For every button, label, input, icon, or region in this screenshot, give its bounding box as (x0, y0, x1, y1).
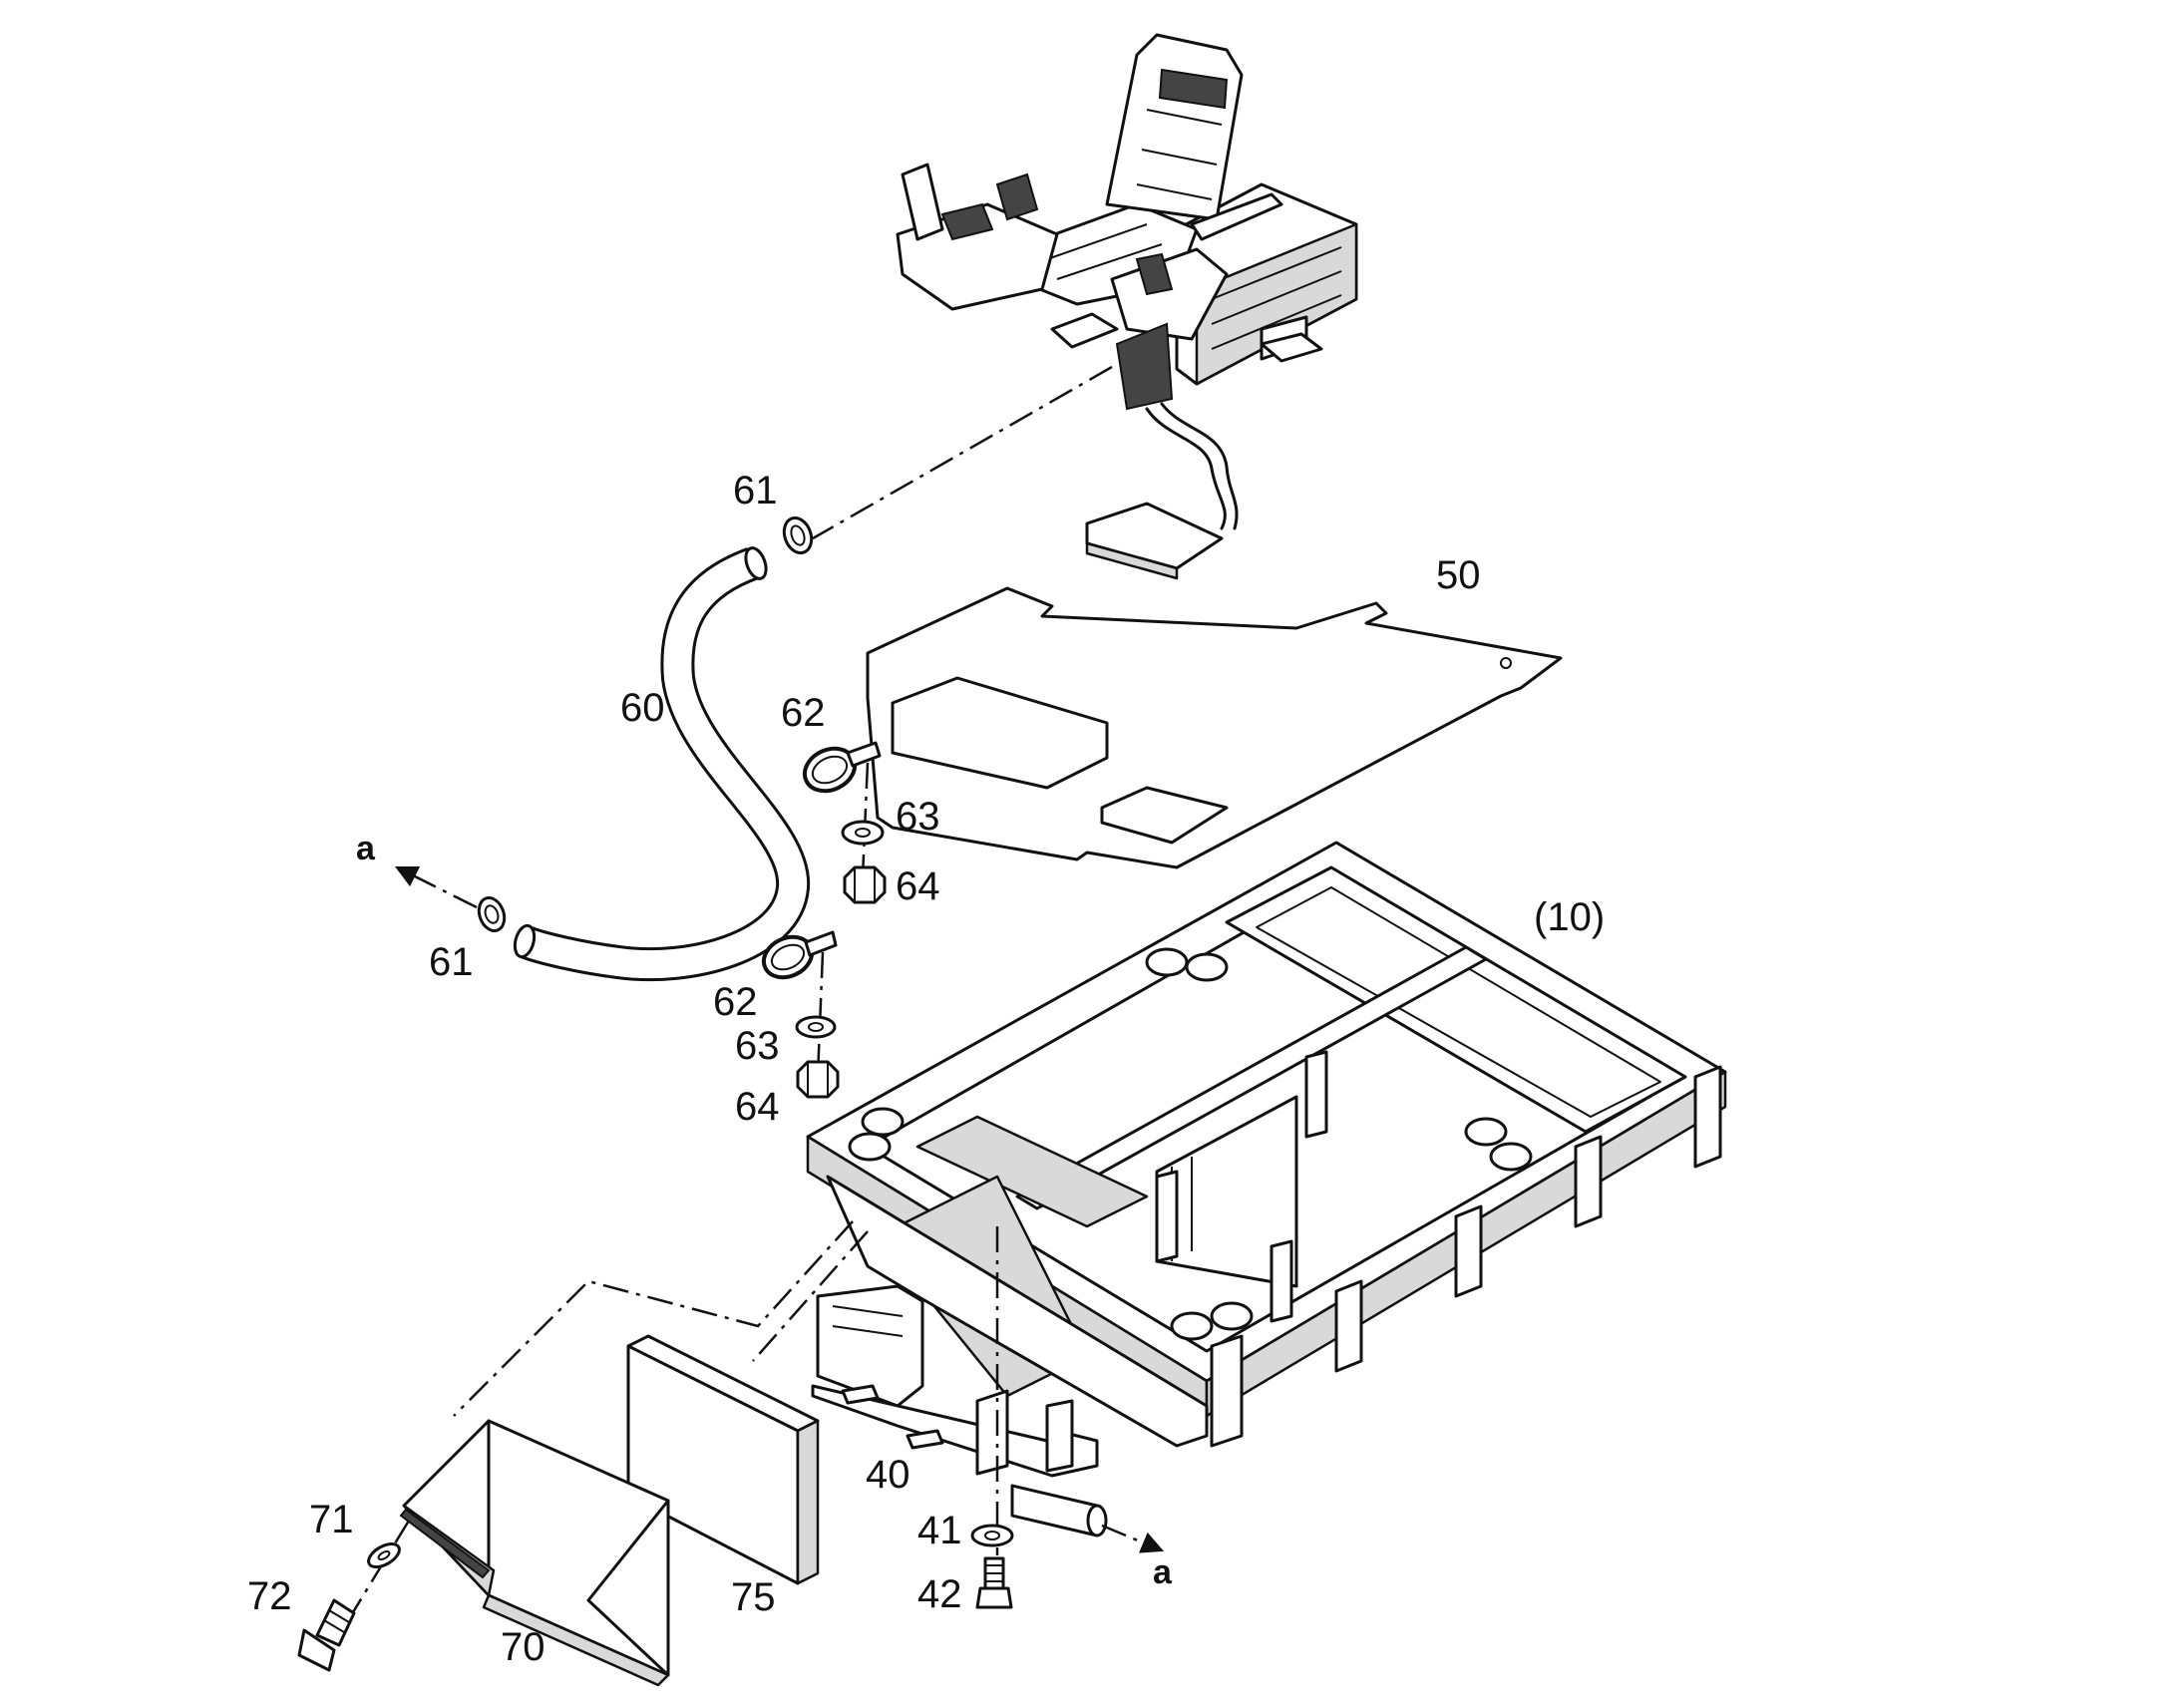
washer-top (841, 820, 885, 846)
foot-pedal (1085, 402, 1239, 580)
leader-clip-bottom (816, 951, 825, 1078)
callout-62-top: 62 (781, 691, 826, 735)
leader-arrow-right (1101, 1524, 1165, 1553)
arrow-label-a-right: a (1153, 1553, 1173, 1591)
insulation-pad (626, 1334, 820, 1585)
callout-61-left: 61 (429, 940, 474, 984)
callout-64-top: 64 (896, 864, 940, 908)
bottom-cover (399, 1419, 670, 1687)
callout-61-top: 61 (733, 469, 778, 512)
bolt-72 (297, 1598, 356, 1672)
clip-bottom (761, 930, 838, 980)
callout-75: 75 (731, 1575, 776, 1619)
washer-bottom (795, 1015, 837, 1039)
frame-assembly (806, 841, 1727, 1448)
nut-top (843, 865, 887, 904)
callout-70: 70 (501, 1625, 545, 1669)
callout-62-bottom: 62 (713, 980, 758, 1024)
washer-41 (970, 1524, 1014, 1547)
nut-bottom (796, 1060, 840, 1099)
leader-arrow-left (394, 865, 478, 909)
bolt-42 (975, 1556, 1013, 1609)
clip-top (802, 741, 882, 794)
leader-frame-to-pad (453, 1220, 854, 1417)
hose (513, 546, 811, 982)
callout-42: 42 (917, 1572, 962, 1616)
hose-clamp-top (782, 516, 814, 554)
callout-64-bottom: 64 (735, 1085, 780, 1129)
leader-seat-to-hose (812, 365, 1113, 540)
callout-63-bottom: 63 (735, 1024, 780, 1068)
callout-71: 71 (309, 1498, 354, 1541)
arrow-label-a-left: a (356, 830, 376, 867)
leader-clip-top (861, 762, 870, 878)
callout-63-top: 63 (896, 795, 940, 839)
callout-50: 50 (1436, 553, 1481, 597)
cover-panel (811, 1284, 1108, 1537)
callout-72: 72 (247, 1574, 292, 1618)
operator-seat-assembly (896, 33, 1358, 411)
callout-10: (10) (1534, 895, 1605, 939)
callout-41: 41 (917, 1509, 962, 1552)
leader-frame-to-cover (752, 1230, 869, 1362)
hose-clamp-left (477, 896, 507, 932)
floor-mat (866, 586, 1563, 869)
callout-40: 40 (866, 1453, 910, 1497)
callout-60: 60 (620, 686, 665, 730)
washer-71 (367, 1541, 401, 1569)
